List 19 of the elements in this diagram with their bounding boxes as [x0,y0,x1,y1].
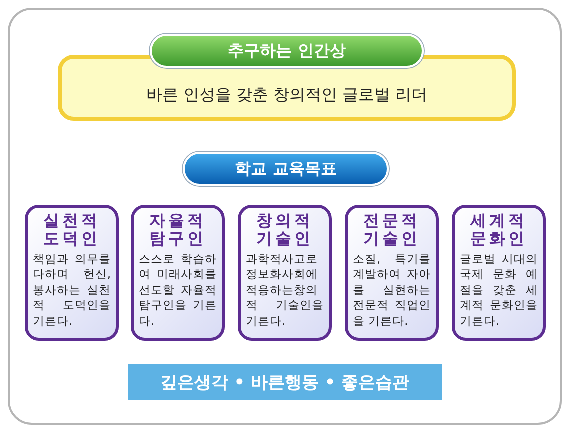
goal-title: 실천적 도덕인 [42,212,102,249]
goal-card [345,205,439,341]
goal-title: 창의적 기술인 [256,212,314,249]
goal-title: 자율적 탐구인 [148,212,208,249]
heading-pill: 학교 교육목표 [183,152,389,186]
motto-banner: 깊은생각 • 바른행동 • 좋은습관 [128,364,442,400]
goal-description: 글로벌 시대의 국제 문화 예절을 갖춘 세계적 문화인을 기른다. [460,252,538,330]
goal-title: 세계적 문화인 [469,212,528,249]
heading-pill: 추구하는 인간상 [150,34,424,68]
goal-card [131,205,225,341]
goal-description: 책임과 의무를 다하며 헌신, 봉사하는 실천적 도덕인을 기른다. [33,252,111,330]
goal-card [238,205,332,341]
goal-description: 소질, 특기를 계발하여 자아를 실현하는 전문적 직업인을 기른다. [353,252,431,330]
goal-description: 과학적사고로 정보화사회에 적응하는창의적 기술인을 기른다. [246,252,324,330]
goal-description: 스스로 학습하여 미래사회를 선도할 자율적 탐구인을 기른다. [139,252,217,330]
goal-card [25,205,119,341]
goal-card [452,205,546,341]
vision-text: 바른 인성을 갖춘 창의적인 글로벌 리더 [146,84,428,106]
goal-title: 전문적 기술인 [362,212,422,249]
